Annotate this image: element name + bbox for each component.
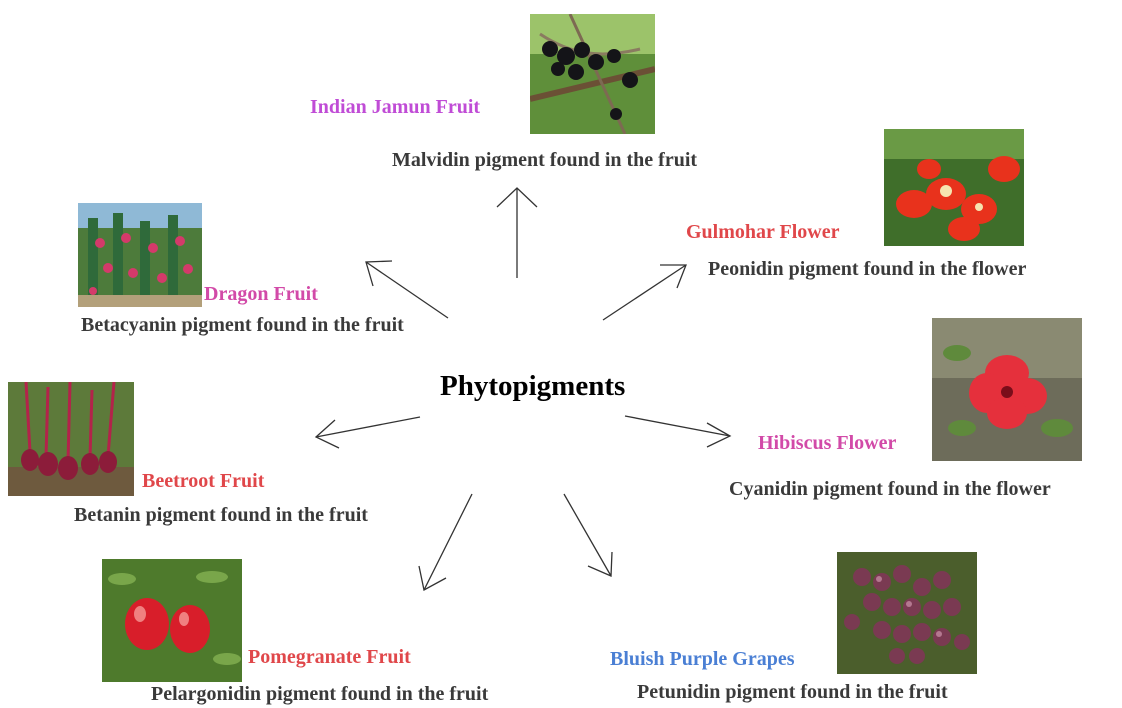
item-name-beetroot: Beetroot Fruit	[142, 470, 265, 492]
pigment-beetroot: Betanin pigment found in the fruit	[74, 504, 368, 526]
pigment-gulmohar: Peonidin pigment found in the flower	[708, 258, 1027, 280]
arrow-grapes	[563, 493, 612, 577]
pigment-dragon: Betacyanin pigment found in the fruit	[81, 314, 404, 336]
pigment-hibiscus: Cyanidin pigment found in the flower	[729, 478, 1051, 500]
item-name-hibiscus: Hibiscus Flower	[758, 432, 897, 454]
arrow-pomegranate	[423, 493, 473, 591]
item-name-pomegranate: Pomegranate Fruit	[248, 646, 411, 668]
arrow-hibiscus	[624, 415, 731, 437]
gulmohar-flower-photo	[884, 129, 1024, 246]
grapes-photo	[837, 552, 977, 674]
dragon-fruit-photo	[78, 203, 202, 307]
jamun-fruit-photo	[530, 14, 655, 134]
beetroot-photo	[8, 382, 134, 496]
pigment-jamun: Malvidin pigment found in the fruit	[392, 149, 698, 171]
arrow-dragon	[365, 261, 449, 319]
item-name-grapes: Bluish Purple Grapes	[610, 648, 795, 670]
diagram-title: Phytopigments	[440, 370, 626, 402]
item-name-dragon: Dragon Fruit	[204, 283, 318, 305]
hibiscus-flower-photo	[932, 318, 1082, 461]
pomegranate-photo	[102, 559, 242, 682]
arrow-gulmohar	[602, 264, 687, 321]
item-name-jamun: Indian Jamun Fruit	[310, 96, 481, 118]
item-name-gulmohar: Gulmohar Flower	[686, 221, 840, 243]
pigment-pomegranate: Pelargonidin pigment found in the fruit	[151, 683, 489, 705]
pigment-grapes: Petunidin pigment found in the fruit	[637, 681, 948, 703]
arrow-beetroot	[315, 416, 421, 438]
